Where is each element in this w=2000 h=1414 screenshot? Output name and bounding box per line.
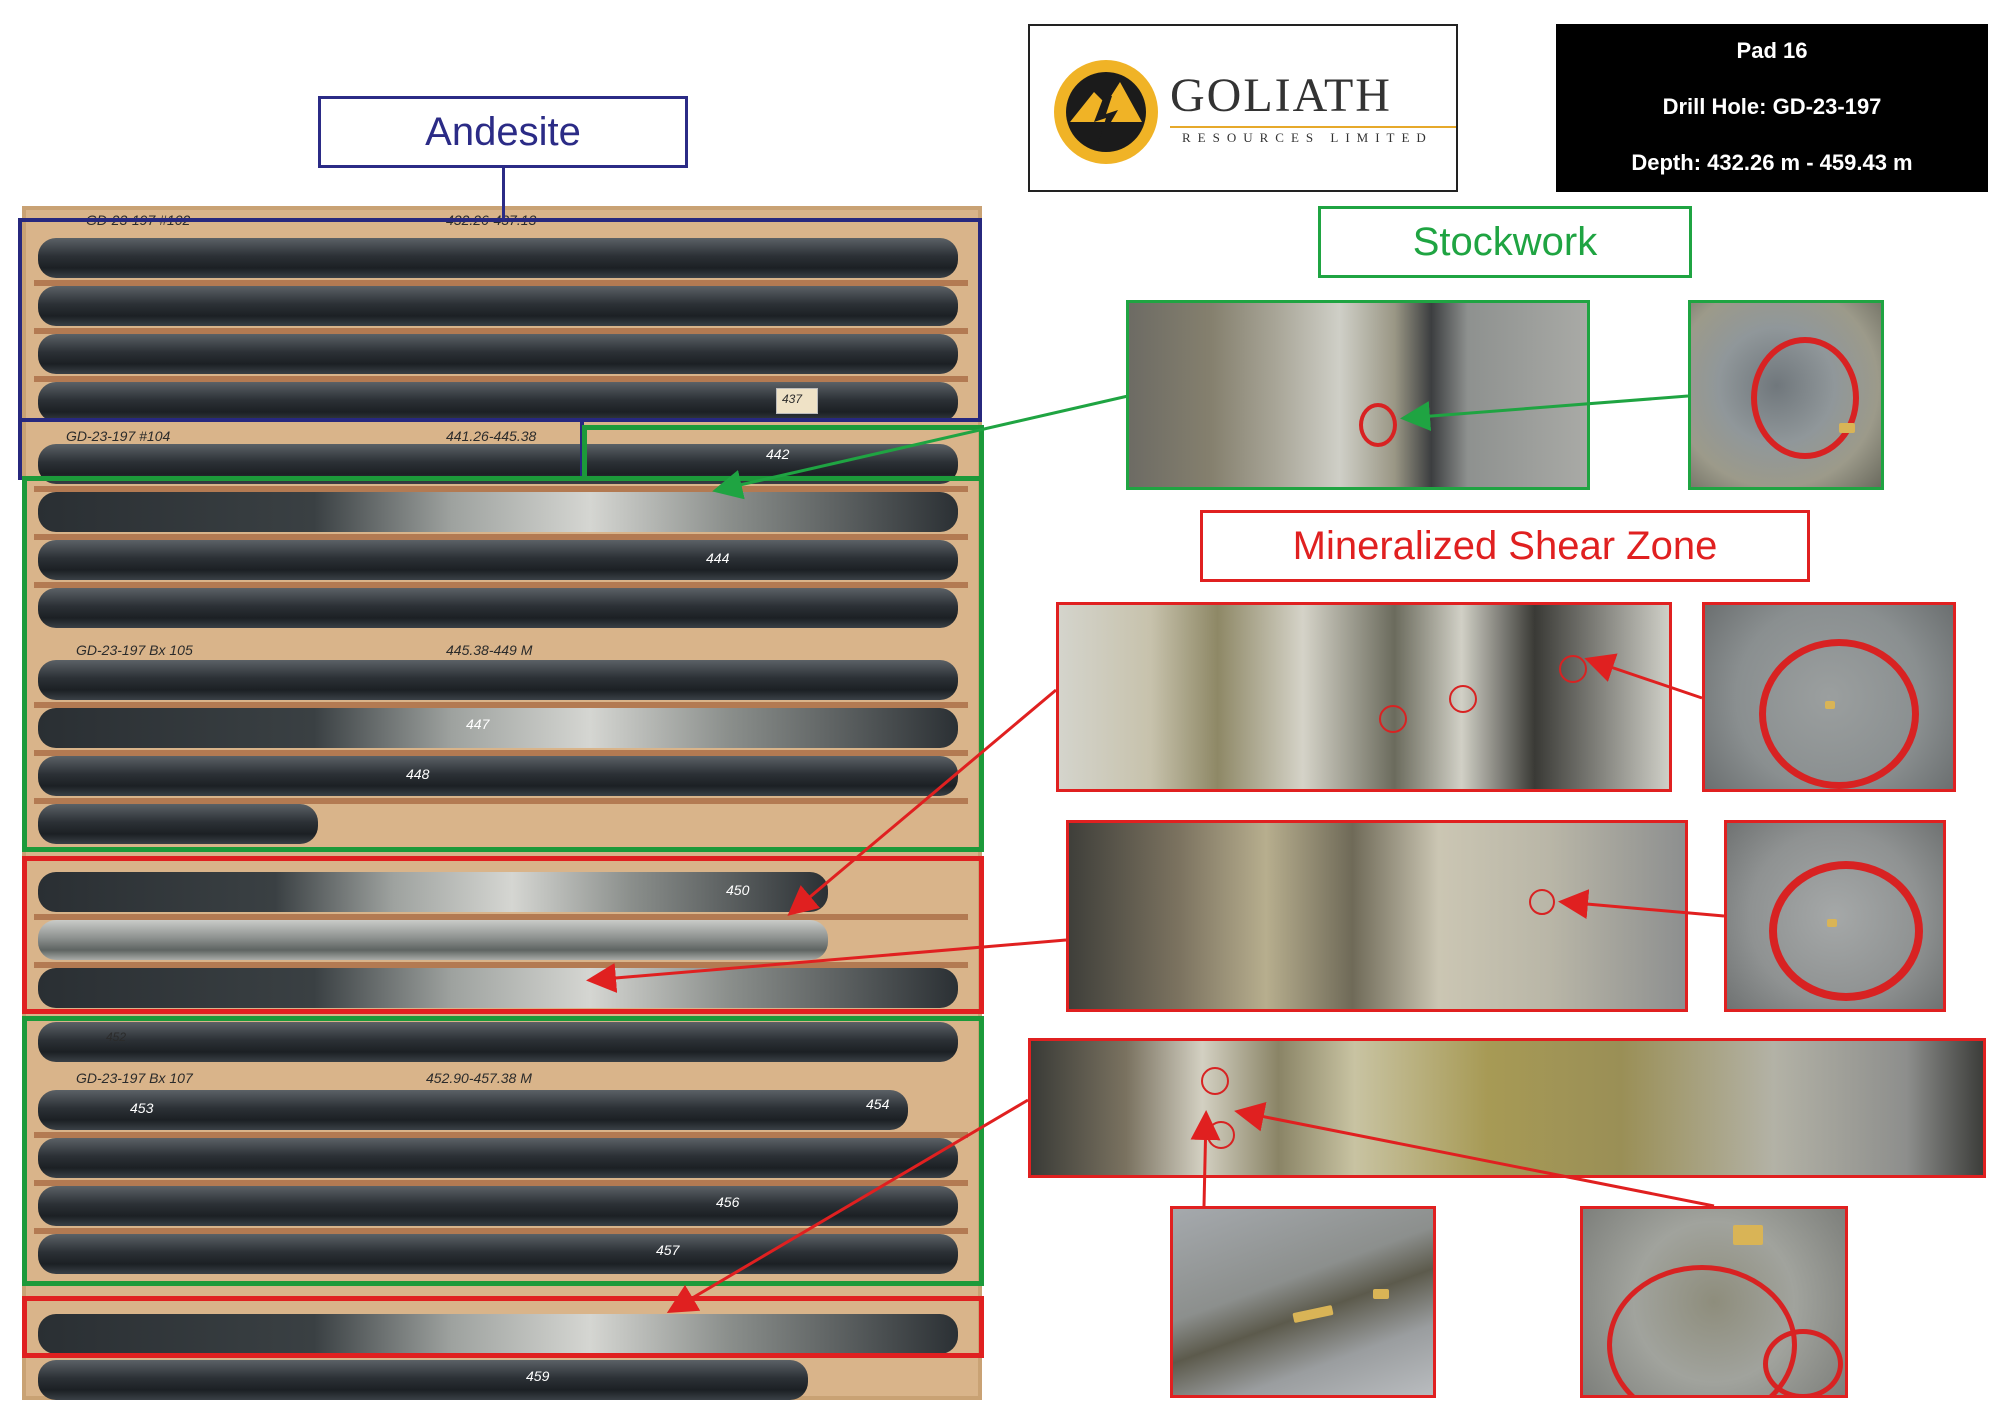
tray-divider: [34, 328, 968, 334]
core-row: [38, 334, 958, 374]
shear-zone-label: Mineralized Shear Zone: [1200, 510, 1810, 582]
depth-mark: 444: [706, 550, 730, 566]
core-row: [38, 238, 958, 278]
core-box-range: 445.38-449 M: [446, 642, 533, 658]
goliath-logo: GOLIATH RESOURCES LIMITED: [1028, 24, 1458, 192]
core-box-range: 452.90-457.38 M: [426, 1070, 532, 1086]
mineral-fleck: [1373, 1289, 1389, 1299]
core-row: [38, 872, 828, 912]
core-row: [38, 804, 318, 844]
sample-circle-mark: [1201, 1067, 1229, 1095]
drill-hole-label: Drill Hole: GD-23-197: [1662, 94, 1882, 119]
shear-core-photo-2: [1066, 820, 1688, 1012]
andesite-connector: [502, 168, 505, 220]
andesite-label: Andesite: [318, 96, 688, 168]
mineral-fleck: [1825, 701, 1835, 709]
andesite-outline: [18, 218, 982, 422]
tray-divider: [34, 1180, 968, 1186]
tray-divider: [34, 914, 968, 920]
pad-label: Pad 16: [1736, 38, 1808, 63]
shear-zone-outline-upper: [22, 856, 984, 1014]
tray-divider: [34, 962, 968, 968]
core-row: [38, 286, 958, 326]
shear-zone-outline-lower: [22, 1296, 984, 1358]
stockwork-outline-upper-notch: [582, 425, 984, 481]
depth-mark: 450: [726, 882, 750, 898]
logo-underline: [1170, 126, 1456, 128]
mineral-fleck: [1733, 1225, 1763, 1245]
sample-circle-mark: [1759, 639, 1919, 789]
stockwork-outline-lower: [22, 1016, 984, 1286]
stockwork-closeup-photo: [1688, 300, 1884, 490]
logo-name: GOLIATH: [1170, 69, 1392, 122]
core-row: [38, 1314, 958, 1354]
core-box-label: GD-23-197 #104: [66, 428, 171, 444]
tray-divider: [34, 798, 968, 804]
sample-circle-mark: [1379, 705, 1407, 733]
core-box-label: GD-23-197 Bx 107: [76, 1070, 193, 1086]
tray-divider: [34, 1228, 968, 1234]
sample-circle-mark: [1529, 889, 1555, 915]
stockwork-core-photo: [1126, 300, 1590, 490]
sample-circle-mark: [1751, 337, 1859, 459]
andesite-outline-lower: [18, 418, 584, 480]
stockwork-outline-upper: [22, 476, 984, 852]
core-row: [38, 588, 958, 628]
tray-divider: [34, 702, 968, 708]
tray-divider: [34, 376, 968, 382]
depth-mark: 452: [106, 1030, 127, 1044]
depth-mark: 447: [466, 716, 490, 732]
sample-circle-mark: [1769, 861, 1923, 1001]
core-row: [38, 1360, 808, 1400]
mineral-fleck: [1292, 1304, 1334, 1324]
drill-info-panel: Pad 16 Drill Hole: GD-23-197 Depth: 432.…: [1556, 24, 1988, 192]
shear-closeup-photo-3: [1170, 1206, 1436, 1398]
core-box-range: 441.26-445.38: [446, 428, 537, 444]
mineral-fleck: [1839, 423, 1855, 433]
sample-circle-mark: [1359, 403, 1397, 447]
shear-core-photo-3: [1028, 1038, 1986, 1178]
tray-divider: [34, 1132, 968, 1138]
tray-divider: [34, 750, 968, 756]
sample-circle-mark: [1449, 685, 1477, 713]
shear-closeup-photo-4: [1580, 1206, 1848, 1398]
core-row: [38, 540, 958, 580]
tray-divider: [34, 582, 968, 588]
core-box-label: GD-23-197 Bx 105: [76, 642, 193, 658]
core-row: [38, 492, 958, 532]
tray-divider: [34, 486, 968, 492]
depth-mark: 459: [526, 1368, 550, 1384]
stockwork-label: Stockwork: [1318, 206, 1692, 278]
core-row: [38, 1022, 958, 1062]
depth-label: Depth: 432.26 m - 459.43 m: [1631, 150, 1913, 175]
logo-subtitle: RESOURCES LIMITED: [1182, 130, 1433, 145]
goliath-emblem-icon: [1054, 60, 1158, 164]
sample-circle-mark: [1763, 1329, 1843, 1395]
depth-mark: 453: [130, 1100, 154, 1116]
sample-circle-mark: [1559, 655, 1587, 683]
shear-closeup-photo-2: [1724, 820, 1946, 1012]
tray-divider: [34, 534, 968, 540]
depth-mark: 448: [406, 766, 430, 782]
shear-closeup-photo-1: [1702, 602, 1956, 792]
shear-core-photo-1: [1056, 602, 1672, 792]
tray-divider: [34, 280, 968, 286]
sample-circle-mark: [1207, 1121, 1235, 1149]
mineral-fleck: [1827, 919, 1837, 927]
